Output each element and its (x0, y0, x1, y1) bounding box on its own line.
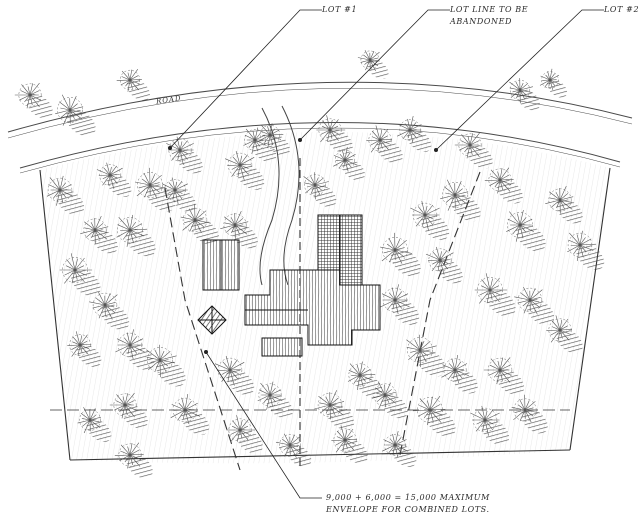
tree (397, 116, 432, 152)
tree (470, 405, 510, 445)
tree (89, 291, 130, 330)
tree (146, 344, 186, 387)
tree (116, 69, 150, 101)
lot-south-line (69, 449, 571, 461)
trees (14, 50, 605, 479)
label-lot-line-abandoned: LOT LINE TO BE ABANDONED (450, 4, 528, 28)
lot-east-line (569, 167, 611, 451)
tree (314, 390, 355, 430)
tree (474, 273, 516, 317)
tree (357, 50, 389, 80)
tree (275, 433, 312, 467)
tree (180, 203, 220, 245)
leader-lines (168, 9, 604, 499)
house (244, 214, 381, 357)
label-envelope-line2: ENVELOPE FOR COMBINED LOTS. (326, 505, 490, 514)
tree (333, 146, 365, 181)
tree (545, 185, 583, 224)
tree (303, 172, 337, 207)
tree (116, 214, 156, 257)
tree (483, 357, 525, 395)
lot1-leader (169, 9, 322, 149)
tree (567, 230, 605, 270)
tree (170, 394, 210, 435)
tree (382, 431, 417, 467)
tree (14, 82, 53, 119)
label-lot1: LOT #1 (322, 5, 358, 14)
tree (514, 286, 555, 325)
tree (484, 167, 523, 204)
label-abandon-line1: LOT LINE TO BE (450, 5, 529, 14)
label-lot2: LOT #2 (604, 5, 640, 14)
tree (454, 132, 493, 169)
tree (96, 162, 132, 197)
tree (162, 177, 197, 212)
tree (425, 246, 463, 284)
tree (539, 68, 568, 98)
tree (114, 442, 153, 479)
tree (379, 232, 421, 277)
tree (347, 361, 383, 399)
tree (380, 284, 420, 325)
tree (226, 415, 263, 454)
tree (509, 78, 540, 111)
gazebo (197, 305, 227, 335)
tree (412, 395, 456, 437)
tree (316, 115, 353, 154)
tree (59, 253, 101, 297)
tree (224, 151, 265, 190)
tree (441, 354, 478, 394)
lot1-setback-line (164, 187, 241, 471)
tree (259, 123, 290, 156)
tree (440, 179, 481, 222)
tree (410, 200, 450, 240)
tree (109, 392, 148, 429)
tree (406, 334, 446, 377)
label-envelope: 9,000 + 6,000 = 15,000 MAXIMUM ENVELOPE … (326, 492, 490, 516)
tree (511, 394, 548, 434)
lot2-leader (435, 9, 604, 151)
tree (46, 175, 85, 215)
lot-west-line (39, 169, 71, 461)
tree (366, 125, 403, 164)
tree (331, 425, 368, 464)
tree (134, 167, 176, 212)
envelope-leader (205, 351, 322, 499)
tree (77, 407, 112, 442)
tree (55, 94, 96, 137)
outbuilding (202, 239, 240, 291)
tree (506, 210, 546, 252)
tree (166, 136, 203, 174)
abandon-leader (299, 9, 450, 141)
label-abandon-line2: ABANDONED (450, 17, 513, 26)
tree (257, 381, 293, 419)
tree (214, 356, 255, 395)
tree (67, 331, 102, 367)
label-envelope-line1: 9,000 + 6,000 = 15,000 MAXIMUM (326, 493, 490, 502)
tree (80, 215, 118, 254)
tree (546, 315, 583, 354)
road (7, 81, 633, 174)
